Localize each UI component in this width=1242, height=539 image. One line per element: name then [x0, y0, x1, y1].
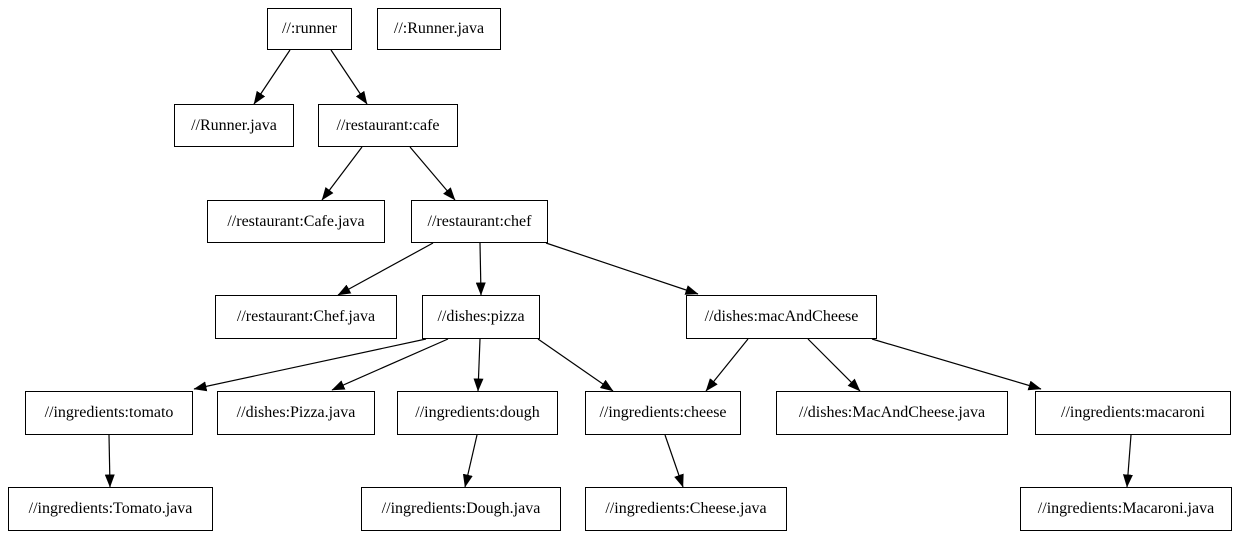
edge-chef-to-pizza	[475, 242, 486, 296]
edge-runner-to-cafe	[330, 49, 368, 105]
graph-node-tomato-java: //ingredients:Tomato.java	[8, 487, 213, 531]
graph-node-mac-java: //dishes:MacAndCheese.java	[776, 391, 1008, 435]
graph-node-cafe-java: //restaurant:Cafe.java	[207, 200, 385, 243]
edge-pizza-to-pizza-java	[331, 338, 449, 391]
graph-node-mac: //dishes:macAndCheese	[686, 295, 877, 339]
edge-dough-to-dough-java	[462, 434, 478, 488]
graph-node-runner: //:runner	[267, 8, 352, 50]
edge-tomato-to-tomato-java	[104, 434, 115, 488]
edge-mac-to-macaroni	[871, 338, 1042, 391]
graph-node-dough-java: //ingredients:Dough.java	[361, 487, 561, 531]
graph-node-macaroni-java: //ingredients:Macaroni.java	[1020, 487, 1232, 531]
edge-pizza-to-cheese	[537, 338, 614, 392]
edge-runner-to-runner-java	[253, 49, 291, 105]
edge-chef-to-chef-java	[337, 242, 434, 296]
graph-node-macaroni: //ingredients:macaroni	[1035, 391, 1231, 435]
edge-chef-to-mac	[545, 242, 699, 295]
edge-mac-to-cheese	[705, 338, 749, 392]
graph-node-dough: //ingredients:dough	[397, 391, 558, 435]
edge-cafe-to-cafe-java	[321, 146, 363, 201]
graph-node-chef: //restaurant:chef	[411, 200, 548, 243]
edge-cafe-to-chef	[409, 146, 456, 201]
edge-macaroni-to-macaroni-java	[1122, 434, 1133, 488]
graph-node-cheese-java: //ingredients:Cheese.java	[585, 487, 787, 531]
graph-node-chef-java: //restaurant:Chef.java	[215, 295, 397, 339]
edge-pizza-to-dough	[473, 338, 484, 392]
edge-cheese-to-cheese-java	[664, 434, 684, 488]
edge-pizza-to-tomato	[193, 338, 427, 392]
graph-node-runner-java: //Runner.java	[174, 104, 294, 147]
graph-node-runner-java-top: //:Runner.java	[377, 8, 501, 50]
graph-node-tomato: //ingredients:tomato	[25, 391, 193, 435]
graph-node-cafe: //restaurant:cafe	[318, 104, 458, 147]
graph-node-cheese: //ingredients:cheese	[585, 391, 741, 435]
edge-mac-to-mac-java	[807, 338, 861, 392]
graph-node-pizza: //dishes:pizza	[422, 295, 540, 339]
graph-node-pizza-java: //dishes:Pizza.java	[217, 391, 375, 435]
